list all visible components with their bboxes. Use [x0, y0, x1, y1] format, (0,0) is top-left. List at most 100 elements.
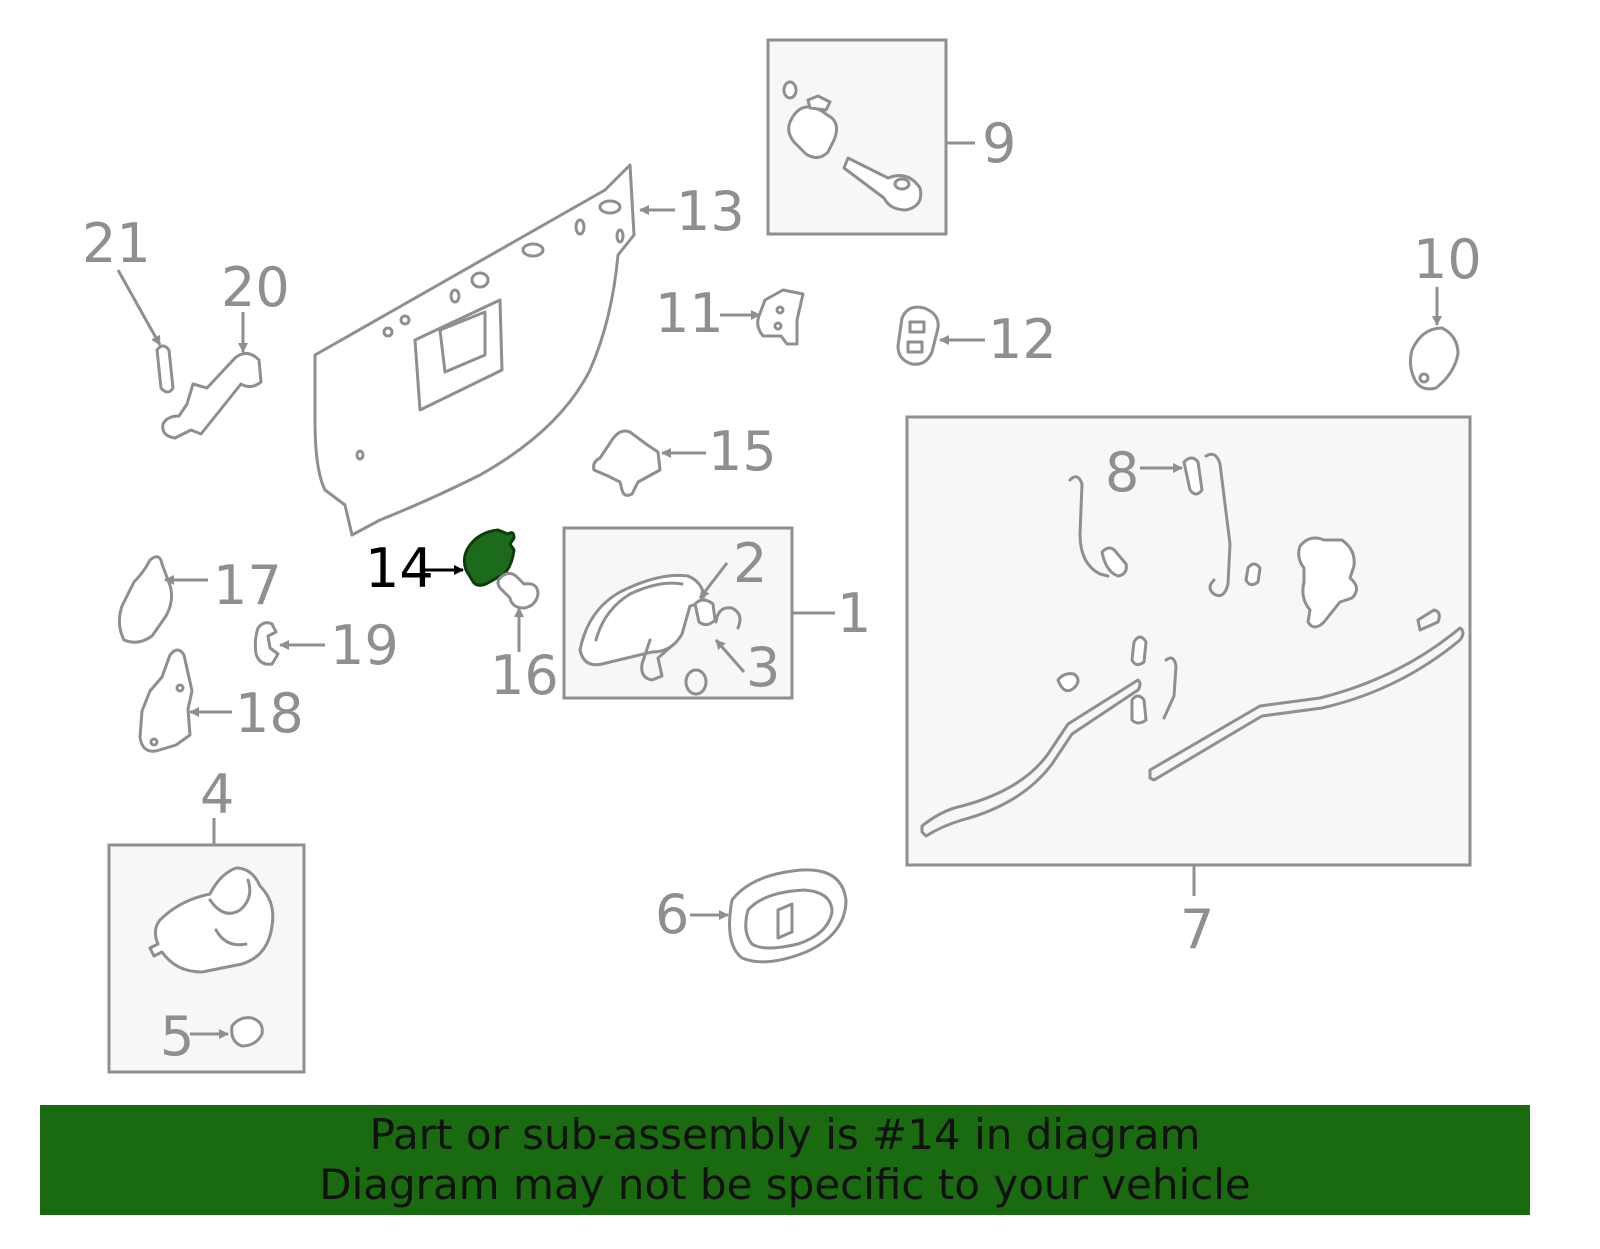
part-3-clip-shape	[714, 606, 742, 630]
part-21-group[interactable]: 21	[82, 212, 175, 394]
rod-clip-shape	[1130, 635, 1148, 667]
callout-6: 6	[655, 883, 689, 946]
callout-12: 12	[988, 308, 1057, 371]
callout-8: 8	[1105, 441, 1139, 504]
grommet-shape	[496, 571, 540, 610]
callout-5: 5	[160, 1005, 194, 1068]
trim-panel-hole-shape	[521, 242, 545, 258]
key-hole-shape	[893, 177, 911, 191]
part-4-group[interactable]: 4 5	[107, 763, 306, 1074]
callout-4: 4	[200, 763, 234, 826]
callout-1: 1	[837, 582, 871, 645]
banner-line-1: Part or sub-assembly is #14 in diagram	[369, 1110, 1201, 1159]
part-9-group[interactable]: 9	[766, 38, 1016, 236]
part-20-group[interactable]: 20	[161, 256, 290, 440]
trim-panel-hole-shape	[382, 326, 394, 338]
trim-panel-hole-shape	[470, 271, 490, 289]
rod-shape	[1204, 452, 1232, 598]
part-1-group[interactable]: 2 3 1	[562, 526, 871, 700]
rod-clip-shape	[1244, 562, 1262, 587]
inside-handle-lever-shape	[776, 902, 794, 940]
part-17-shape	[117, 555, 173, 644]
part-19-group[interactable]: 19	[253, 614, 399, 677]
banner-line-2: Diagram may not be specific to your vehi…	[319, 1160, 1251, 1209]
callout-2: 2	[733, 532, 767, 595]
rod-shape	[1162, 656, 1178, 720]
part-14-highlight-shape	[462, 528, 516, 587]
striker-hole-shape	[773, 321, 783, 331]
pin-shape	[155, 344, 175, 394]
trim-panel-hole-shape	[615, 228, 625, 244]
trim-panel-pocket-shape	[413, 298, 504, 412]
rod-shape	[920, 678, 1142, 838]
part-16-group[interactable]: 16	[490, 571, 559, 707]
rod-clip-shape	[1130, 694, 1148, 725]
callout-13: 13	[676, 180, 745, 243]
callout-7: 7	[1180, 898, 1214, 961]
callout-10: 10	[1413, 228, 1482, 291]
leader-21	[116, 269, 162, 346]
door-check-shape	[161, 352, 263, 440]
part-18-group[interactable]: 18	[138, 648, 304, 753]
callout-14: 14	[365, 537, 434, 600]
trim-panel-hole-shape	[449, 288, 461, 304]
part-13-group[interactable]: 13	[313, 163, 745, 537]
trim-panel-handle-recess-shape	[438, 310, 487, 374]
handle-grommet-shape	[684, 668, 708, 696]
part-18-hole-shape	[149, 737, 159, 747]
key-shape	[842, 156, 923, 212]
callout-15: 15	[708, 420, 777, 483]
part-15-group[interactable]: 15	[592, 420, 777, 497]
bumper-slot-shape	[906, 320, 926, 354]
clip-shape	[1408, 326, 1460, 391]
inside-handle-recess-shape	[744, 888, 834, 950]
striker-hole-shape	[775, 305, 785, 315]
part-12-group[interactable]: 12	[896, 305, 1057, 371]
trim-panel-hole-shape	[598, 199, 622, 215]
rod-clip-shape	[1416, 608, 1441, 632]
rod-clip-shape	[1056, 672, 1080, 693]
part-14-group[interactable]: 14	[365, 528, 516, 600]
clip-hole-shape	[1418, 372, 1430, 384]
callout-17: 17	[213, 554, 282, 617]
rod-clip-shape	[1100, 546, 1128, 578]
callout-9: 9	[982, 112, 1016, 175]
callout-16: 16	[490, 644, 559, 707]
handle-rod-shape	[640, 638, 676, 682]
trim-panel-hole-shape	[574, 218, 586, 236]
callout-21: 21	[82, 212, 151, 275]
part-7-group[interactable]: 8 7	[905, 415, 1472, 961]
callout-20: 20	[221, 256, 290, 319]
latch-shape	[1297, 536, 1358, 629]
striker-plate-shape	[756, 288, 805, 346]
latch-detail-shape	[214, 928, 248, 947]
rod-shape	[1148, 626, 1465, 782]
part-8-shape	[1182, 456, 1204, 496]
callout-19: 19	[330, 614, 399, 677]
part-17-group[interactable]: 17	[117, 554, 282, 644]
part-18-shape	[138, 648, 194, 753]
part-11-group[interactable]: 11	[655, 282, 805, 346]
bracket-shape	[592, 429, 662, 497]
bumper-shape	[896, 305, 940, 366]
trim-panel-hole-shape	[399, 314, 411, 326]
part-5-shape	[230, 1016, 264, 1048]
info-banner: Part or sub-assembly is #14 in diagram D…	[40, 1105, 1530, 1215]
latch-detail-shape	[208, 878, 252, 915]
leader-2	[698, 562, 729, 599]
part-2-clip-shape	[693, 598, 717, 627]
lock-pin-shape	[782, 80, 798, 100]
trim-panel-hole-shape	[355, 449, 365, 461]
rod-shape	[1068, 475, 1110, 578]
callout-3: 3	[746, 636, 780, 699]
lock-tab-shape	[806, 94, 832, 112]
trim-panel-shape	[313, 163, 636, 537]
leader-3	[714, 639, 746, 673]
callout-18: 18	[235, 682, 304, 745]
part-6-group[interactable]: 6	[655, 868, 848, 964]
callout-11: 11	[655, 282, 724, 345]
handle-inner-line-shape	[594, 581, 684, 642]
part-19-shape	[253, 621, 280, 666]
part-10-group[interactable]: 10	[1408, 228, 1482, 391]
